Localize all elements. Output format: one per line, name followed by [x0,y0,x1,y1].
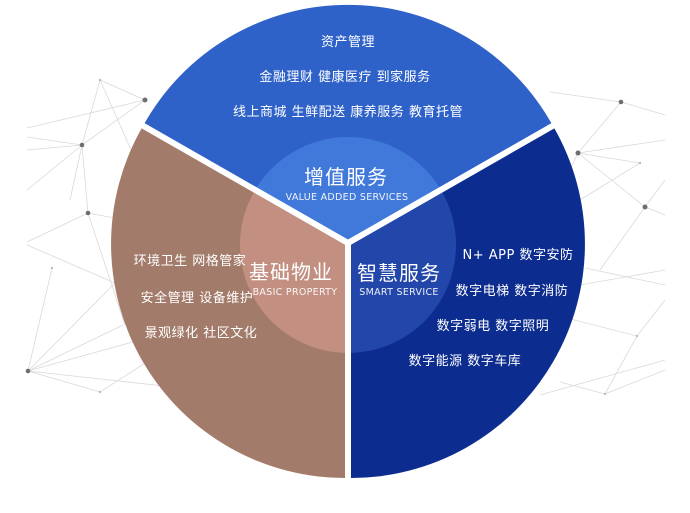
smart-service-row-4: 数字能源 数字车库 [408,354,522,369]
smart-service-row-3: 数字弱电 数字照明 [436,319,550,334]
value-added-title: 增值服务 [304,165,388,189]
smart-service-row-1: N+ APP 数字安防 [462,248,574,263]
smart-service-title: 智慧服务 [357,261,441,285]
smart-service-row-2: 数字电梯 数字消防 [455,284,569,299]
value-added-row-2: 金融理财 健康医疗 到家服务 [259,70,431,85]
value-added-row-3: 线上商城 生鲜配送 康养服务 教育托管 [233,105,463,120]
basic-property-row-2: 安全管理 设备维护 [140,291,254,306]
basic-property-row-3: 景观绿化 社区文化 [144,326,258,341]
value-added-row-1: 资产管理 [320,35,376,50]
value-added-subtitle: VALUE ADDED SERVICES [285,192,409,203]
smart-service-subtitle: SMART SERVICE [359,287,439,298]
basic-property-subtitle: BASIC PROPERTY [252,287,338,298]
basic-property-row-1: 环境卫生 网格管家 [133,254,247,269]
basic-property-title: 基础物业 [249,260,333,284]
sector-dividers [138,121,558,482]
network-background [26,79,666,396]
network-nodes [25,78,648,396]
